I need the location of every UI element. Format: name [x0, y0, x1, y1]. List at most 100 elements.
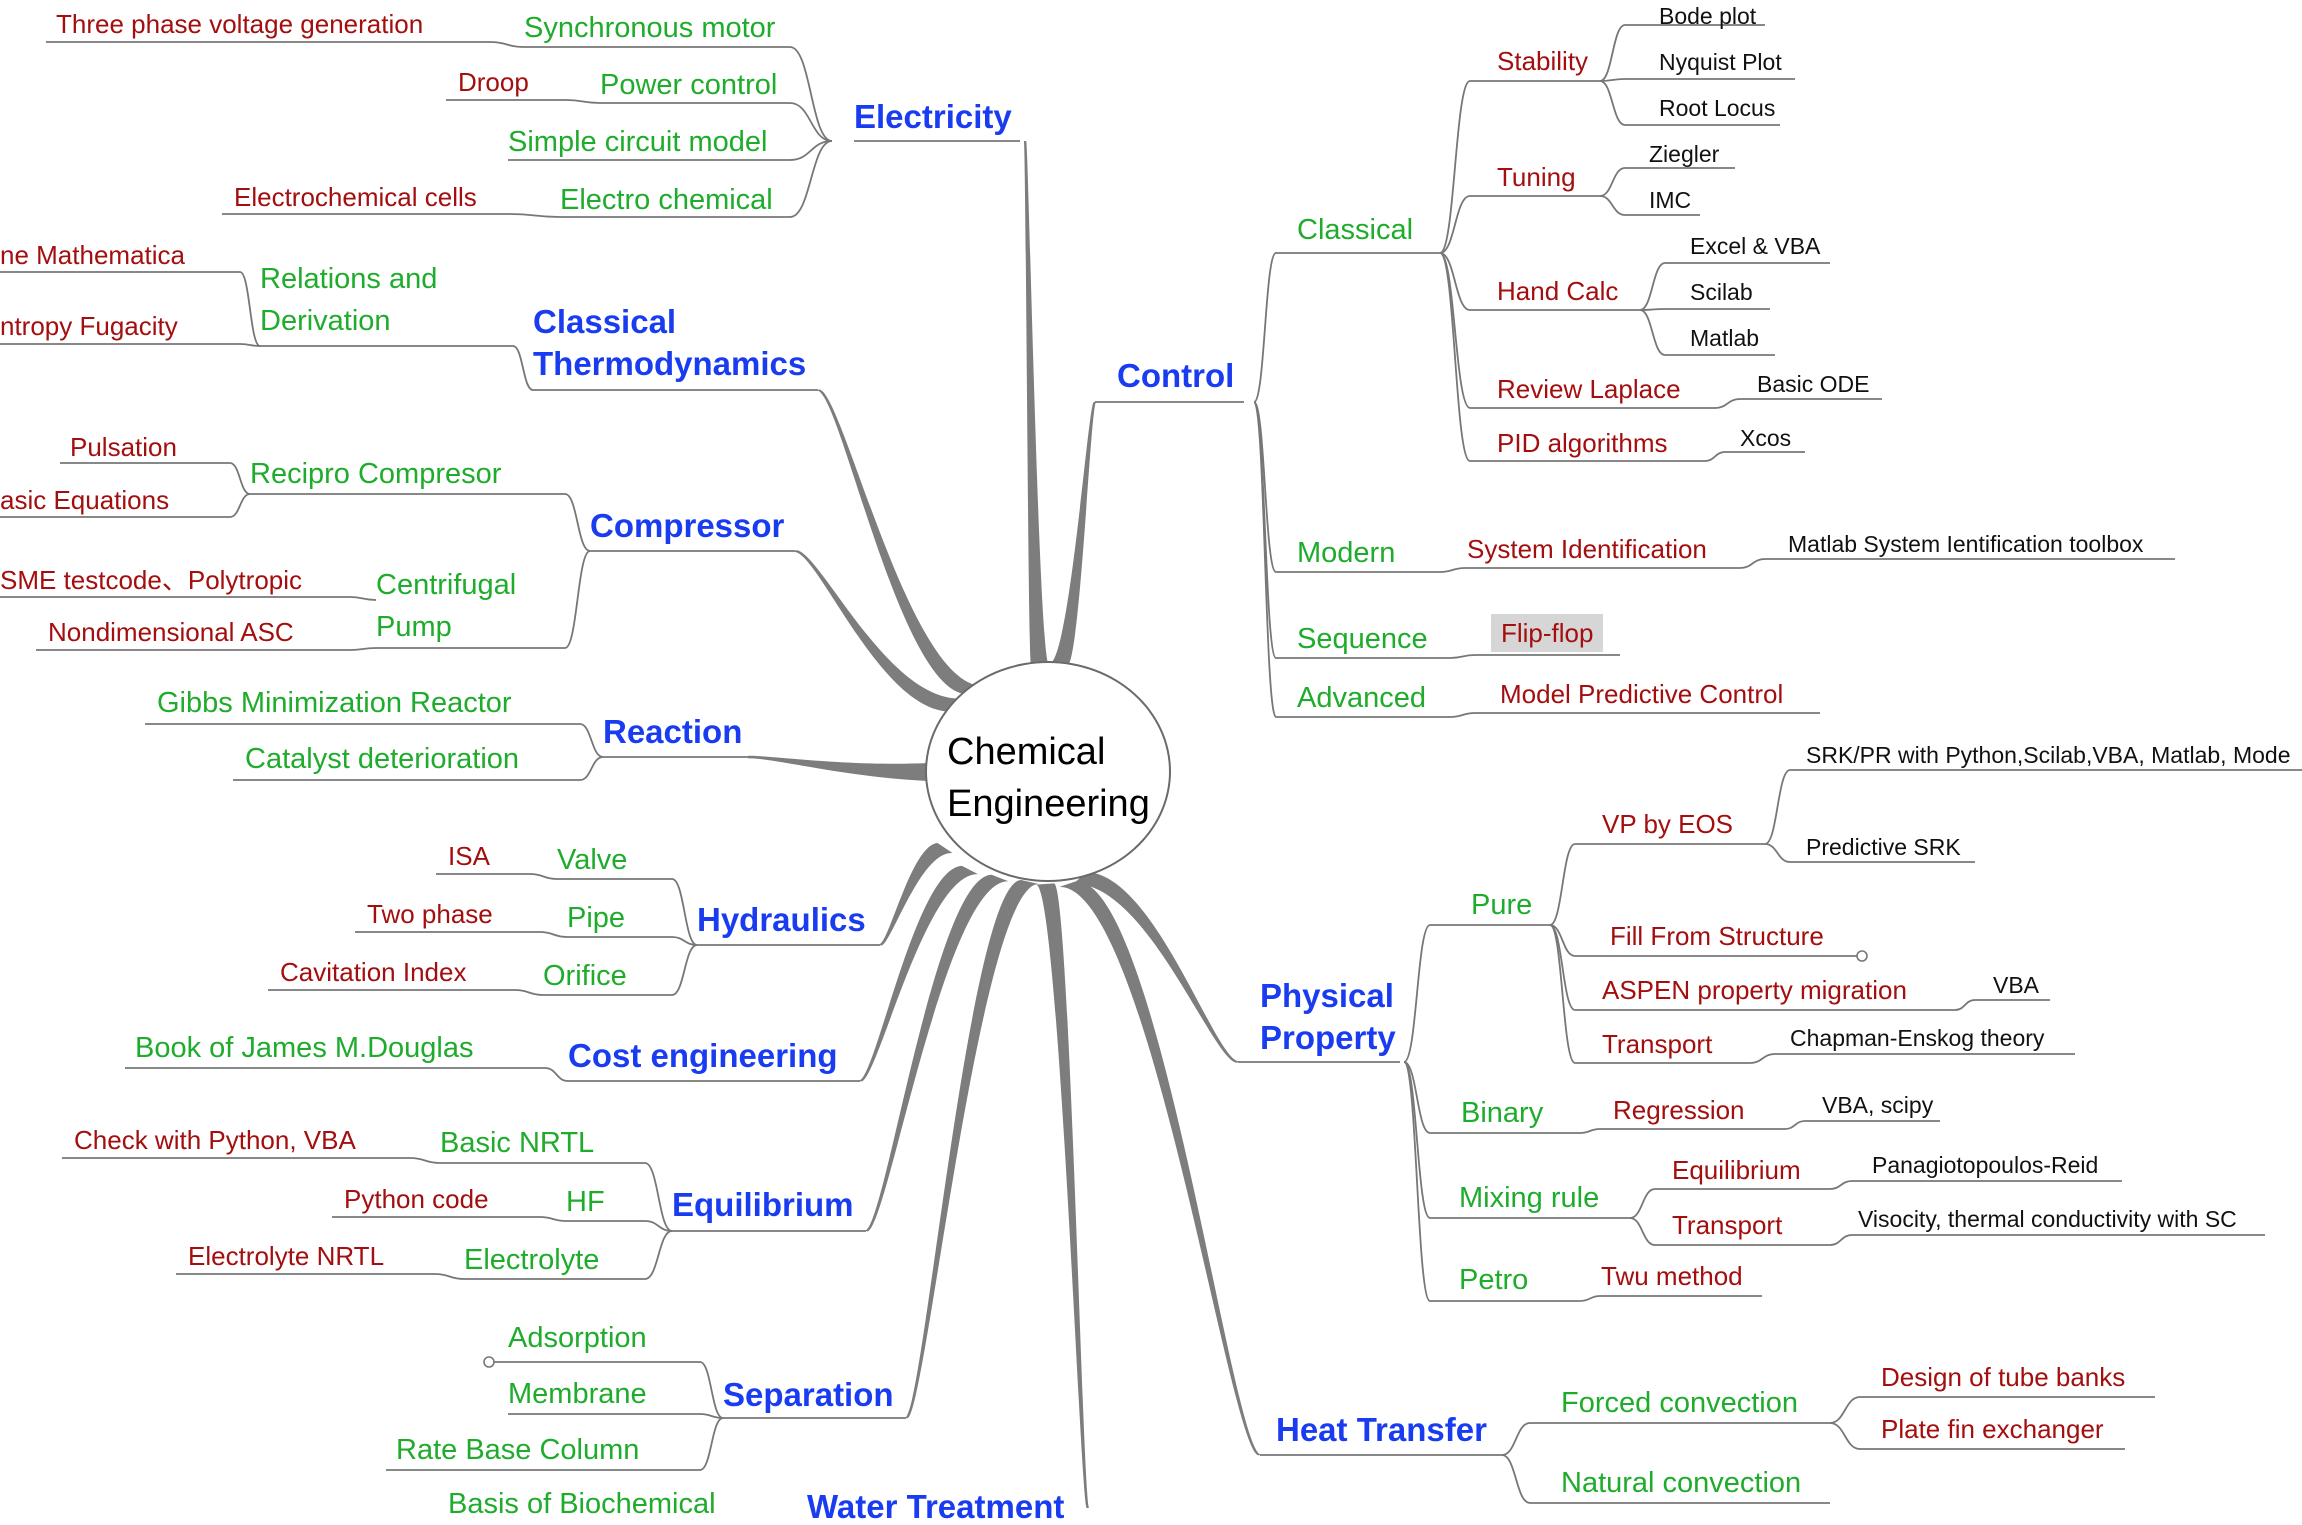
node-droop[interactable]: Droop [458, 67, 529, 97]
node-simple-circuit-model[interactable]: Simple circuit model [508, 126, 768, 158]
topic-water-treatment[interactable]: Water Treatment [807, 1488, 1065, 1525]
node-root-locus[interactable]: Root Locus [1659, 95, 1776, 121]
node-plate-fin-exchanger[interactable]: Plate fin exchanger [1881, 1414, 2104, 1444]
node-two-phase[interactable]: Two phase [367, 899, 493, 929]
node-centrifugal-pump[interactable]: Centrifugal Pump [376, 569, 517, 643]
topic-hydraulics[interactable]: Hydraulics [697, 901, 866, 938]
topic-equilibrium[interactable]: Equilibrium [672, 1186, 854, 1223]
node-mixing-equilibrium[interactable]: Equilibrium [1672, 1155, 1801, 1185]
edge-relations [260, 345, 534, 391]
node-tuning[interactable]: Tuning [1497, 162, 1576, 192]
node-synchronous-motor[interactable]: Synchronous motor [524, 12, 776, 44]
node-xcos[interactable]: Xcos [1740, 425, 1792, 451]
topic-heat-transfer[interactable]: Heat Transfer [1276, 1411, 1487, 1448]
node-vba[interactable]: VBA [1993, 972, 2040, 998]
central-topic-circle[interactable] [925, 661, 1171, 882]
node-isa[interactable]: ISA [448, 841, 490, 871]
node-classical[interactable]: Classical [1297, 214, 1414, 246]
node-pure-transport[interactable]: Transport [1602, 1029, 1713, 1059]
node-matlab-sysid-toolbox[interactable]: Matlab System Ientification toolbox [1788, 531, 2144, 557]
node-aspen-property-migration[interactable]: ASPEN property migration [1602, 975, 1907, 1005]
node-natural-convection[interactable]: Natural convection [1561, 1467, 1802, 1499]
node-pid-algorithms[interactable]: PID algorithms [1497, 428, 1668, 458]
node-vba-scipy[interactable]: VBA, scipy [1822, 1092, 1934, 1118]
node-nondimensional-asc[interactable]: Nondimensional ASC [48, 617, 294, 647]
node-nyquist-plot[interactable]: Nyquist Plot [1659, 49, 1782, 75]
node-review-laplace[interactable]: Review Laplace [1497, 374, 1681, 404]
node-catalyst-deterioration[interactable]: Catalyst deterioration [245, 743, 520, 775]
node-relations-and-derivation[interactable]: Relations and Derivation [260, 263, 438, 337]
node-chapman-enskog[interactable]: Chapman-Enskog theory [1790, 1025, 2045, 1051]
node-forced-convection[interactable]: Forced convection [1561, 1387, 1798, 1419]
node-panagiotopoulos-reid[interactable]: Panagiotopoulos-Reid [1872, 1152, 2099, 1178]
node-modern[interactable]: Modern [1297, 537, 1396, 569]
topic-cost-engineering[interactable]: Cost engineering [568, 1037, 838, 1074]
collapse-marker-separation[interactable] [483, 1356, 495, 1368]
node-mixing-transport[interactable]: Transport [1672, 1210, 1783, 1240]
node-electrolyte[interactable]: Electrolyte [464, 1244, 600, 1276]
node-stability[interactable]: Stability [1497, 46, 1589, 76]
node-viscosity-thermal-conductivity[interactable]: Visocity, thermal conductivity with SC [1858, 1206, 2237, 1232]
node-flip-flop[interactable]: Flip-flop [1491, 614, 1604, 652]
node-hand-calc[interactable]: Hand Calc [1497, 276, 1619, 306]
node-book-of-james-douglas[interactable]: Book of James M.Douglas [135, 1032, 474, 1064]
node-pulsation[interactable]: Pulsation [70, 432, 177, 462]
edge-simple-circuit [508, 140, 833, 161]
node-predictive-srk[interactable]: Predictive SRK [1806, 834, 1961, 860]
topic-electricity[interactable]: Electricity [854, 98, 1012, 135]
node-petro[interactable]: Petro [1459, 1264, 1529, 1296]
node-asme-testcode[interactable]: SME testcode、Polytropic [0, 565, 303, 595]
node-pipe[interactable]: Pipe [567, 902, 626, 934]
node-excel-vba[interactable]: Excel & VBA [1690, 233, 1821, 259]
node-recipro-compresor[interactable]: Recipro Compresor [250, 458, 502, 490]
node-imc[interactable]: IMC [1649, 187, 1692, 213]
node-rate-base-column[interactable]: Rate Base Column [396, 1434, 640, 1466]
node-three-phase-voltage[interactable]: Three phase voltage generation [56, 9, 424, 39]
node-scilab[interactable]: Scilab [1690, 279, 1753, 305]
node-srk-pr-with-python[interactable]: SRK/PR with Python,Scilab,VBA, Matlab, M… [1806, 742, 2291, 768]
node-design-of-tube-banks[interactable]: Design of tube banks [1881, 1362, 2126, 1392]
node-valve[interactable]: Valve [557, 844, 628, 876]
node-gibbs-minimization-reactor[interactable]: Gibbs Minimization Reactor [157, 687, 512, 719]
node-mixing-rule[interactable]: Mixing rule [1459, 1182, 1600, 1214]
collapse-marker-fill-from-structure[interactable] [1856, 950, 1868, 962]
node-adsorption[interactable]: Adsorption [508, 1322, 647, 1354]
node-fill-from-structure[interactable]: Fill From Structure [1610, 921, 1824, 951]
node-advanced[interactable]: Advanced [1297, 682, 1426, 714]
node-membrane[interactable]: Membrane [508, 1378, 647, 1410]
node-hf[interactable]: HF [566, 1186, 605, 1218]
topic-physical-property[interactable]: Physical Property [1260, 977, 1396, 1056]
node-electro-chemical[interactable]: Electro chemical [560, 184, 773, 216]
node-twu-method[interactable]: Twu method [1601, 1261, 1743, 1291]
node-sequence[interactable]: Sequence [1297, 623, 1428, 655]
topic-classical-thermodynamics[interactable]: Classical Thermodynamics [533, 303, 807, 382]
topic-compressor[interactable]: Compressor [590, 507, 785, 544]
node-electrochemical-cells[interactable]: Electrochemical cells [234, 182, 477, 212]
topic-separation[interactable]: Separation [723, 1376, 894, 1413]
node-binary[interactable]: Binary [1461, 1097, 1544, 1129]
node-basic-equations[interactable]: asic Equations [0, 485, 170, 515]
node-matlab[interactable]: Matlab [1690, 325, 1760, 351]
node-basis-of-biochemical[interactable]: Basis of Biochemical [448, 1488, 716, 1520]
node-entropy-fugacity[interactable]: ntropy Fugacity [0, 311, 178, 341]
node-basic-nrtl[interactable]: Basic NRTL [440, 1127, 595, 1159]
node-mathematica[interactable]: ne Mathematica [0, 240, 185, 270]
node-regression[interactable]: Regression [1613, 1095, 1745, 1125]
node-electrolyte-nrtl[interactable]: Electrolyte NRTL [188, 1241, 385, 1271]
topic-reaction[interactable]: Reaction [603, 713, 743, 750]
node-python-code[interactable]: Python code [344, 1184, 489, 1214]
node-check-with-python-vba[interactable]: Check with Python, VBA [74, 1125, 356, 1155]
node-cavitation-index[interactable]: Cavitation Index [280, 957, 467, 987]
edge-tuning [1439, 195, 1600, 254]
node-pure[interactable]: Pure [1471, 889, 1533, 921]
node-vp-by-eos[interactable]: VP by EOS [1602, 809, 1734, 839]
edge-nondimensional [36, 647, 377, 651]
node-power-control[interactable]: Power control [600, 69, 778, 101]
node-ziegler[interactable]: Ziegler [1649, 141, 1720, 167]
topic-control[interactable]: Control [1117, 357, 1235, 394]
node-model-predictive-control[interactable]: Model Predictive Control [1500, 679, 1784, 709]
node-bode-plot[interactable]: Bode plot [1659, 3, 1757, 29]
node-basic-ode[interactable]: Basic ODE [1757, 371, 1870, 397]
node-orifice[interactable]: Orifice [543, 960, 627, 992]
node-system-identification[interactable]: System Identification [1467, 534, 1707, 564]
